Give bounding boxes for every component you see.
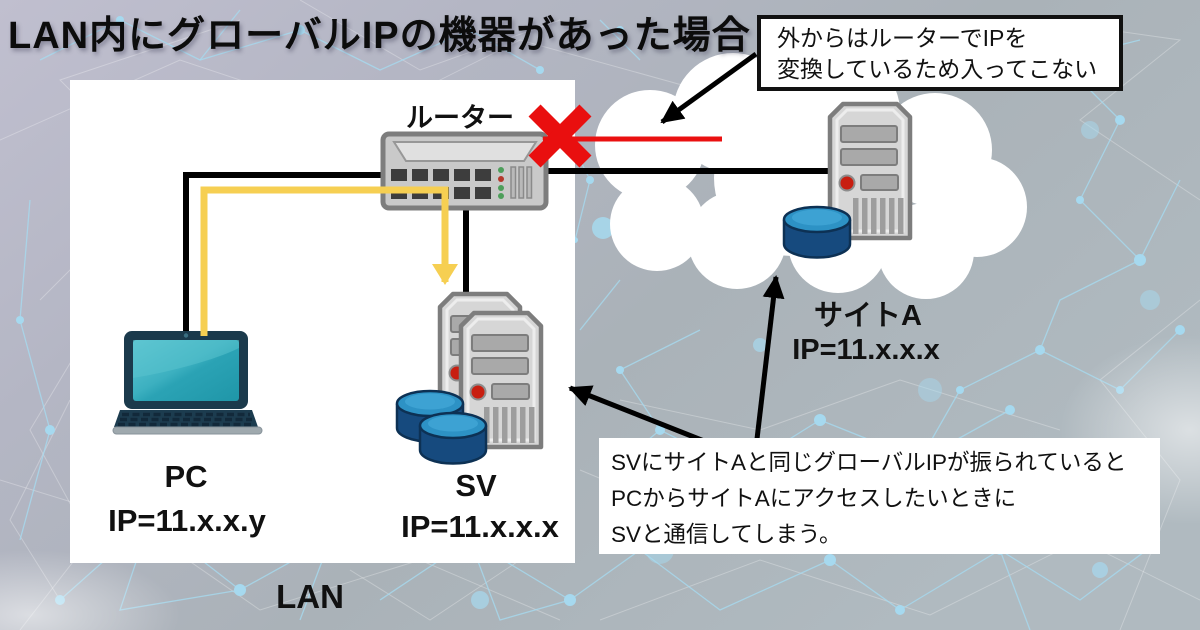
callout-bottom-arrow-sv [568,385,705,444]
callout-ip-conflict: SVにサイトAと同じグローバルIPが振られていると PCからサイトAにアクセスし… [599,438,1160,554]
callout-nat-line-1: 外からはルーターでIPを [777,25,1028,51]
callout-conflict-line-2: PCからサイトAにアクセスしたいときに [611,486,1017,511]
sv-label: SV [455,468,497,503]
callout-conflict-line-1: SVにサイトAと同じグローバルIPが振られていると [611,450,1127,475]
pc-laptop-icon [112,331,263,435]
lan-label: LAN [276,578,344,615]
pc-ip-label: IP=11.x.x.y [108,503,266,538]
blocked-x-icon [528,104,592,168]
blue-plexus-dots [16,16,1185,615]
sitea-database-icon [782,205,852,259]
sitea-ip-label: IP=11.x.x.x [792,334,940,366]
callout-conflict-line-3: SVと通信してしまう。 [611,522,842,547]
callout-top-arrow [660,51,758,125]
page-title: LAN内にグローバルIPの機器があった場合 [8,15,751,57]
callout-nat-line-2: 変換しているため入ってこない [777,56,1098,82]
sitea-label: サイトA [814,300,922,332]
router-label: ルーター [406,103,514,133]
router-vents [510,166,533,199]
pc-label: PC [164,459,208,494]
cable-pc-router [183,172,384,338]
sv-ip-label: IP=11.x.x.x [401,509,559,544]
router-leds [498,167,504,199]
nat-flow-arrow [200,186,458,336]
router-icon [380,131,549,211]
callout-nat-blocked: 外からはルーターでIPを 変換しているため入ってこない [757,15,1123,91]
callout-bottom-arrow-sitea [754,275,785,440]
corner-haze [0,550,180,630]
